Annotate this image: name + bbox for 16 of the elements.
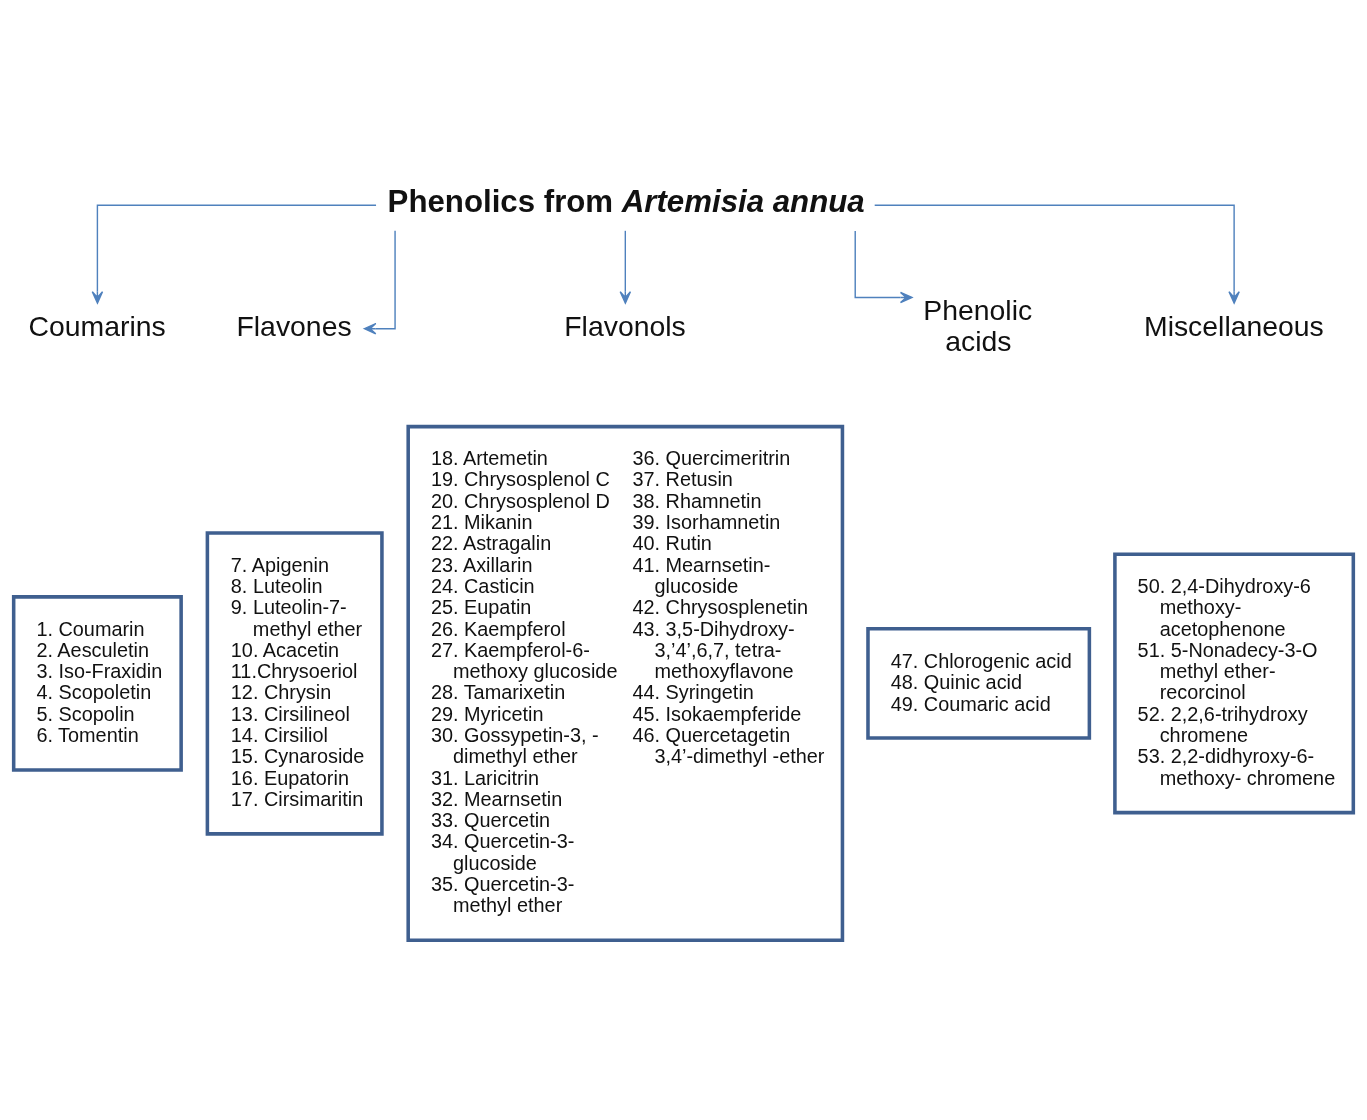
- node-box: 47. Chlorogenic acid 48. Quinic acid 49. Coumaric acid: [866, 627, 1092, 740]
- node-box: 50. 2,4-Dihydroxy-6 methoxy- acetophenone 51. 5-Nonadecy-3-O methyl ether- recorcinol 52. 2,2,6-trihydroxy chromene 53. 2,2-didhyroxy-6- methoxy- chromene: [1113, 552, 1356, 815]
- node-text: Flavones: [236, 309, 352, 342]
- arrow: [91, 204, 377, 304]
- node-text: Miscellaneous: [1144, 309, 1324, 342]
- node-text: Coumarins: [28, 309, 166, 342]
- arrow: [363, 230, 396, 335]
- node-text: Flavonols: [564, 309, 686, 342]
- node-box: 7. Apigenin 8. Luteolin 9. Luteolin-7- methyl ether 10. Acacetin 11.Chrysoeriol 12. Chrysin 13. Cirsilineol 14. Cirsiliol 15. Cynaroside 16. Eupatorin 17. Cirsimaritin: [205, 531, 384, 836]
- arrow: [619, 230, 632, 304]
- arrow: [874, 204, 1240, 304]
- arrow: [854, 230, 913, 304]
- node-box: 18. Artemetin 19. Chrysosplenol C 20. Chrysosplenol D 21. Mikanin 22. Astragalin 23. Axillarin 24. Casticin 25. Eupatin 26. Kaempferol 27. Kaempferol-6- methoxy glucoside 28. Tamarixetin 29. Myricetin 30. Gossypetin-3, - dimethyl ether 31. Laricitrin 32. Mearnsetin 33. Quercetin 34. Quercetin-3- glucoside 35. Quercetin-3- methyl ether 36. Quercimeritrin 37. Retusin 38. Rhamnetin 39. Isorhamnetin 40. Rutin 41. Mearnsetin- glucoside 42. Chrysosplenetin 43. 3,5-Dihydroxy- 3,’4’,6,7, tetra- methoxyflavone 44. Syringetin 45. Isokaempferide 46. Quercetagetin 3,4’-dimethyl -ether: [406, 424, 845, 943]
- node-text: Phenolics from Artemisia annua: [387, 183, 865, 219]
- node-box: 1. Coumarin 2. Aesculetin 3. Iso-Fraxidin 4. Scopoletin 5. Scopolin 6. Tomentin: [11, 595, 183, 772]
- node-text: Phenolic acids: [923, 294, 1033, 358]
